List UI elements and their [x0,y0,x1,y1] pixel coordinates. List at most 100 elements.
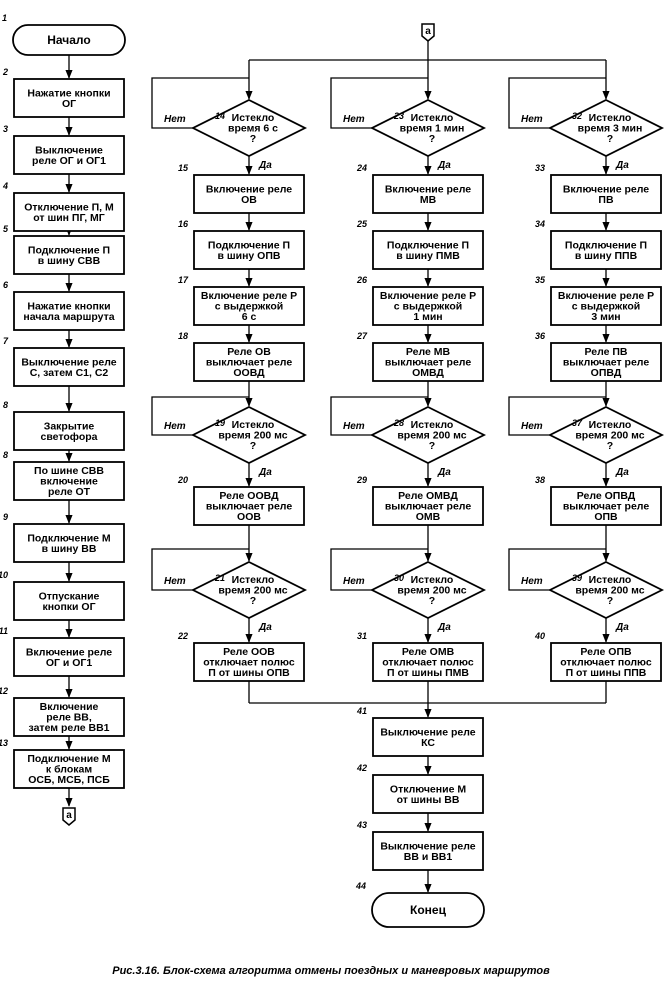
step-number: 19 [215,418,225,428]
decision-text-line: ? [429,440,435,452]
retry-loop [330,396,428,436]
step-text-line: реле ОТ [48,486,91,498]
step-text-line: с выдержкой [215,301,283,313]
decision-text-line: Истекло [589,574,632,586]
step-number: 37 [572,418,583,428]
step-text-line: ОПВД [591,367,622,379]
terminal-shape [12,24,126,56]
step-text-line: Отключение М [390,783,466,795]
step-text-line: отключает полюс [382,657,474,669]
decision-text-line: время 200 мс [218,585,287,597]
connector-label: а [66,810,72,821]
step-text-line: включение [40,476,98,488]
step-text-line: Выключение реле [21,356,116,368]
decision-text-line: Истекло [589,419,632,431]
connector-lines [65,41,610,893]
step-number: 24 [356,163,367,173]
decision-text-line: время 200 мс [575,585,644,597]
step-text-line: в шину ППВ [575,250,638,262]
step-number: 28 [393,418,404,428]
process-box [13,697,125,737]
step-text-line: ОГ и ОГ1 [46,657,93,669]
decision-text-line: ? [250,133,256,145]
step-text-line: Включение реле [385,183,471,195]
process-box [372,286,484,326]
decision-text-line: Истекло [411,419,454,431]
step-number: 26 [356,275,368,285]
step-text-line: ОПВ [594,511,618,523]
step-text-line: реле ВВ, [46,712,92,724]
step-text-line: КС [421,737,435,749]
yes-label: Да [615,160,629,171]
step-text-line: Реле ОВ [227,346,271,358]
step-text-line: Включение реле [206,183,292,195]
step-text-line: Реле ООВ [223,646,275,658]
decision-shape [190,98,308,158]
process-box [550,486,662,526]
step-text-line: от шины ВВ [397,794,460,806]
retry-loop [151,396,249,436]
process-box [550,286,662,326]
step-text-line: Включение реле Р [201,290,297,302]
process-box [193,486,305,526]
decision-shape [369,560,487,620]
decision-text-line: ? [250,440,256,452]
step-number: 42 [356,763,367,773]
retry-loop [330,77,428,129]
no-label: Нет [164,421,186,432]
step-number: 22 [177,631,188,641]
process-box [193,642,305,682]
step-text-line: П от шины ППВ [566,667,647,679]
step-number: 39 [572,573,582,583]
step-number: 1 [2,13,7,23]
process-box [372,342,484,382]
process-box [372,717,484,757]
step-text-line: ВВ и ВВ1 [404,851,453,863]
step-number: 4 [2,181,8,191]
process-box [550,230,662,270]
retry-loop [508,548,606,591]
process-box [13,135,125,175]
decision-text-line: Истекло [589,112,632,124]
step-number: 40 [534,631,545,641]
step-text-line: ОСБ, МСБ, ПСБ [28,774,110,786]
no-label: Нет [343,576,365,587]
step-text-line: Подключение П [387,239,469,251]
no-label: Нет [521,576,543,587]
step-text-line: кнопки ОГ [42,601,95,613]
process-box [13,461,125,501]
step-text-line: Включение реле Р [558,290,654,302]
step-text-line: выключает реле [385,357,472,369]
connector-top-a: а [421,23,435,42]
step-number: 41 [356,706,367,716]
step-number: 11 [0,626,8,636]
step-text-line: с выдержкой [572,301,640,313]
retry-loop [508,396,606,436]
process-box [372,486,484,526]
step-text-line: П от шины ПМВ [387,667,469,679]
step-number: 33 [535,163,545,173]
step-text-line: Включение реле [563,183,649,195]
step-number: 7 [3,336,9,346]
step-text-line: ОМВД [412,367,444,379]
decision-text-line: Истекло [411,112,454,124]
step-text-line: выключает реле [563,501,650,513]
step-number: 34 [535,219,545,229]
decision-text-line: ? [607,440,613,452]
